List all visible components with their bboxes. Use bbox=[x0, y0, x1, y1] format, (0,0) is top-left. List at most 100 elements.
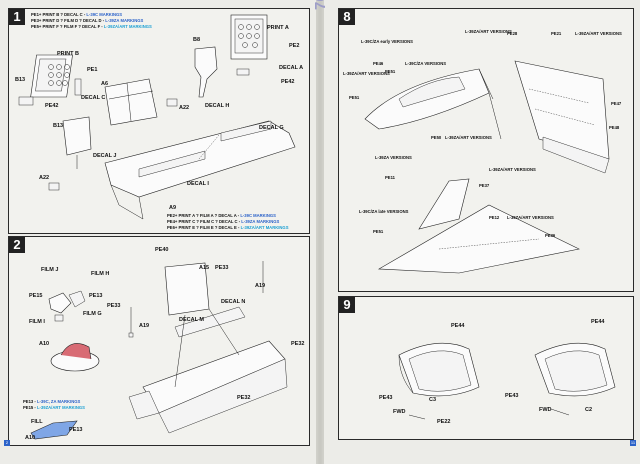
label-l39za-art-versions-mid: L-39ZA/ART VERSIONS bbox=[489, 167, 536, 172]
label-print-b: PRINT B bbox=[57, 51, 79, 57]
step2-number: 2 bbox=[9, 237, 25, 253]
label-decal-m: DECAL M bbox=[179, 317, 204, 323]
seat-c3 bbox=[398, 342, 480, 397]
label-pe32-right: PE32 bbox=[291, 341, 304, 347]
step1-legend-1: PE1+ PRINT B ? DECAL C - L-39C MARKINGS bbox=[31, 12, 122, 17]
instrument-panel-right bbox=[230, 14, 268, 60]
label-pe43-right: PE43 bbox=[505, 393, 518, 399]
label-l39za-art-versions-top: L-39ZA/ART VERSIONS bbox=[465, 29, 512, 34]
step8-panel: 8 L-39C/ZA early VERSIONS PE46 PE51 L-39… bbox=[338, 8, 634, 292]
step9-panel: 9 PE44 PE43 C3 PE22 FWD PE44 PE43 C2 FWD bbox=[338, 296, 634, 440]
step1-number: 1 bbox=[9, 9, 25, 25]
a6-part bbox=[104, 78, 158, 126]
label-pe2: PE2 bbox=[289, 43, 299, 49]
step2-drawing: FILM J FILM H PE15 PE13 FILM I FILM G PE… bbox=[23, 247, 304, 441]
label-pe50: PE50 bbox=[431, 135, 442, 140]
label-b8: B8 bbox=[193, 37, 200, 43]
label-l39za-art-versions-left: L-39ZA/ART VERSIONS bbox=[343, 71, 390, 76]
label-a10: A10 bbox=[39, 341, 49, 347]
label-b13-b: B13 bbox=[53, 123, 63, 129]
rear-cockpit-tub bbox=[128, 262, 288, 434]
label-c3: C3 bbox=[429, 397, 436, 403]
step1-legend2-1: PE2+ PRINT A ? FILM A ? DECAL A - L-39C … bbox=[167, 213, 276, 218]
step1-panel: 1 PE1+ PRINT B ? DECAL C - L-39C MARKING… bbox=[8, 8, 310, 234]
label-pe44-right: PE44 bbox=[591, 319, 605, 325]
catalog-number: 7043 bbox=[312, 0, 329, 10]
label-pe51-bottom: PE51 bbox=[373, 229, 384, 234]
label-film-h: FILM H bbox=[91, 271, 109, 277]
label-pe13-b: PE13 bbox=[69, 427, 82, 433]
label-pe28: PE28 bbox=[507, 31, 518, 36]
label-pe43-left: PE43 bbox=[379, 395, 392, 401]
label-pe44-left: PE44 bbox=[451, 323, 465, 329]
label-decal-i: DECAL I bbox=[187, 181, 209, 187]
label-a15: A15 bbox=[199, 265, 209, 271]
instrument-panel-left bbox=[30, 54, 73, 98]
tail-section bbox=[377, 178, 580, 274]
label-pe50-versions: L-39ZA/ART VERSIONS bbox=[445, 135, 492, 140]
label-fill: FILL bbox=[31, 419, 43, 425]
nose-section bbox=[364, 68, 502, 140]
label-pe36: PE36 bbox=[545, 233, 556, 238]
label-pe51-top: PE51 bbox=[385, 69, 396, 74]
label-a22-bottom: A22 bbox=[39, 175, 49, 181]
label-pe51-left: PE51 bbox=[349, 95, 360, 100]
label-l39c-za-early: L-39C/ZA early VERSIONS bbox=[361, 39, 413, 44]
label-film-g: FILM G bbox=[83, 311, 102, 317]
label-decal-h: DECAL H bbox=[205, 103, 229, 109]
b13-seat bbox=[62, 116, 92, 156]
label-pe42-left: PE42 bbox=[45, 103, 58, 109]
step1-drawing: PE1+ PRINT B ? DECAL C - L-39C MARKINGS … bbox=[15, 12, 303, 230]
label-pe40: PE40 bbox=[155, 247, 168, 253]
label-a6: A6 bbox=[101, 81, 108, 87]
label-pe21-versions: L-39ZA/ART VERSIONS bbox=[575, 31, 622, 36]
label-decal-n: DECAL N bbox=[221, 299, 245, 305]
label-pe21: PE21 bbox=[551, 31, 562, 36]
page-number-left: 2 bbox=[4, 440, 10, 446]
label-l39za-versions: L-39ZA VERSIONS bbox=[375, 155, 412, 160]
label-pe48: PE48 bbox=[609, 125, 620, 130]
step1-legend-2: PE3+ PRINT D ? FILM D ? DECAL D - L-39ZA… bbox=[31, 18, 143, 23]
page-gutter bbox=[316, 0, 324, 464]
label-pe12: PE12 bbox=[489, 215, 500, 220]
step1-legend2-3: PE6+ PRINT E ? FILM E ? DECAL E - L-39ZA… bbox=[167, 225, 289, 230]
step2-legend-1: PE13 - L-39C, ZA MARKINGS bbox=[23, 399, 81, 404]
label-c2: C2 bbox=[585, 407, 592, 413]
a10-part bbox=[50, 343, 100, 372]
label-pe33-left: PE33 bbox=[107, 303, 120, 309]
b8-part bbox=[194, 46, 218, 98]
label-print-a: PRINT A bbox=[267, 25, 289, 31]
label-film-i: FILM I bbox=[29, 319, 45, 325]
label-pe12-versions: L-39ZA/ART VERSIONS bbox=[507, 215, 554, 220]
label-pe15: PE15 bbox=[29, 293, 42, 299]
label-a19-right: A19 bbox=[255, 283, 265, 289]
label-fwd-right: FWD bbox=[539, 407, 552, 413]
label-pe22: PE22 bbox=[437, 419, 450, 425]
label-pe33-right: PE33 bbox=[215, 265, 228, 271]
page-number-right: 11 bbox=[630, 440, 636, 446]
cockpit-tub bbox=[104, 120, 296, 220]
label-pe46: PE46 bbox=[373, 61, 384, 66]
label-a10-b: A10 bbox=[25, 435, 35, 441]
label-pe32-bottom: PE32 bbox=[237, 395, 250, 401]
label-a22-top: A22 bbox=[179, 105, 189, 111]
step9-number: 9 bbox=[339, 297, 355, 313]
label-pe1: PE1 bbox=[87, 67, 97, 73]
label-fwd-left: FWD bbox=[393, 409, 406, 415]
step1-legend2-2: PE4+ PRINT C ? FILM C ? DECAL C - L-39ZA… bbox=[167, 219, 279, 224]
label-decal-a: DECAL A bbox=[279, 65, 303, 71]
fill-detail bbox=[30, 420, 78, 440]
step8-number: 8 bbox=[339, 9, 355, 25]
label-pe37: PE37 bbox=[479, 183, 490, 188]
label-a19-left: A19 bbox=[139, 323, 149, 329]
label-l39c-za-late: L-39C/ZA late VERSIONS bbox=[359, 209, 409, 214]
pe-fret-tag bbox=[18, 96, 34, 106]
label-a9: A9 bbox=[169, 205, 176, 211]
label-pe47: PE47 bbox=[611, 101, 622, 106]
label-pe42-right: PE42 bbox=[281, 79, 294, 85]
label-b13: B13 bbox=[15, 77, 25, 83]
step8-drawing: L-39C/ZA early VERSIONS PE46 PE51 L-39C/… bbox=[343, 29, 622, 274]
label-l39c-za-versions: L-39C/ZA VERSIONS bbox=[405, 61, 446, 66]
label-decal-j: DECAL J bbox=[93, 153, 116, 159]
step9-drawing: PE44 PE43 C3 PE22 FWD PE44 PE43 C2 FWD bbox=[379, 319, 616, 425]
